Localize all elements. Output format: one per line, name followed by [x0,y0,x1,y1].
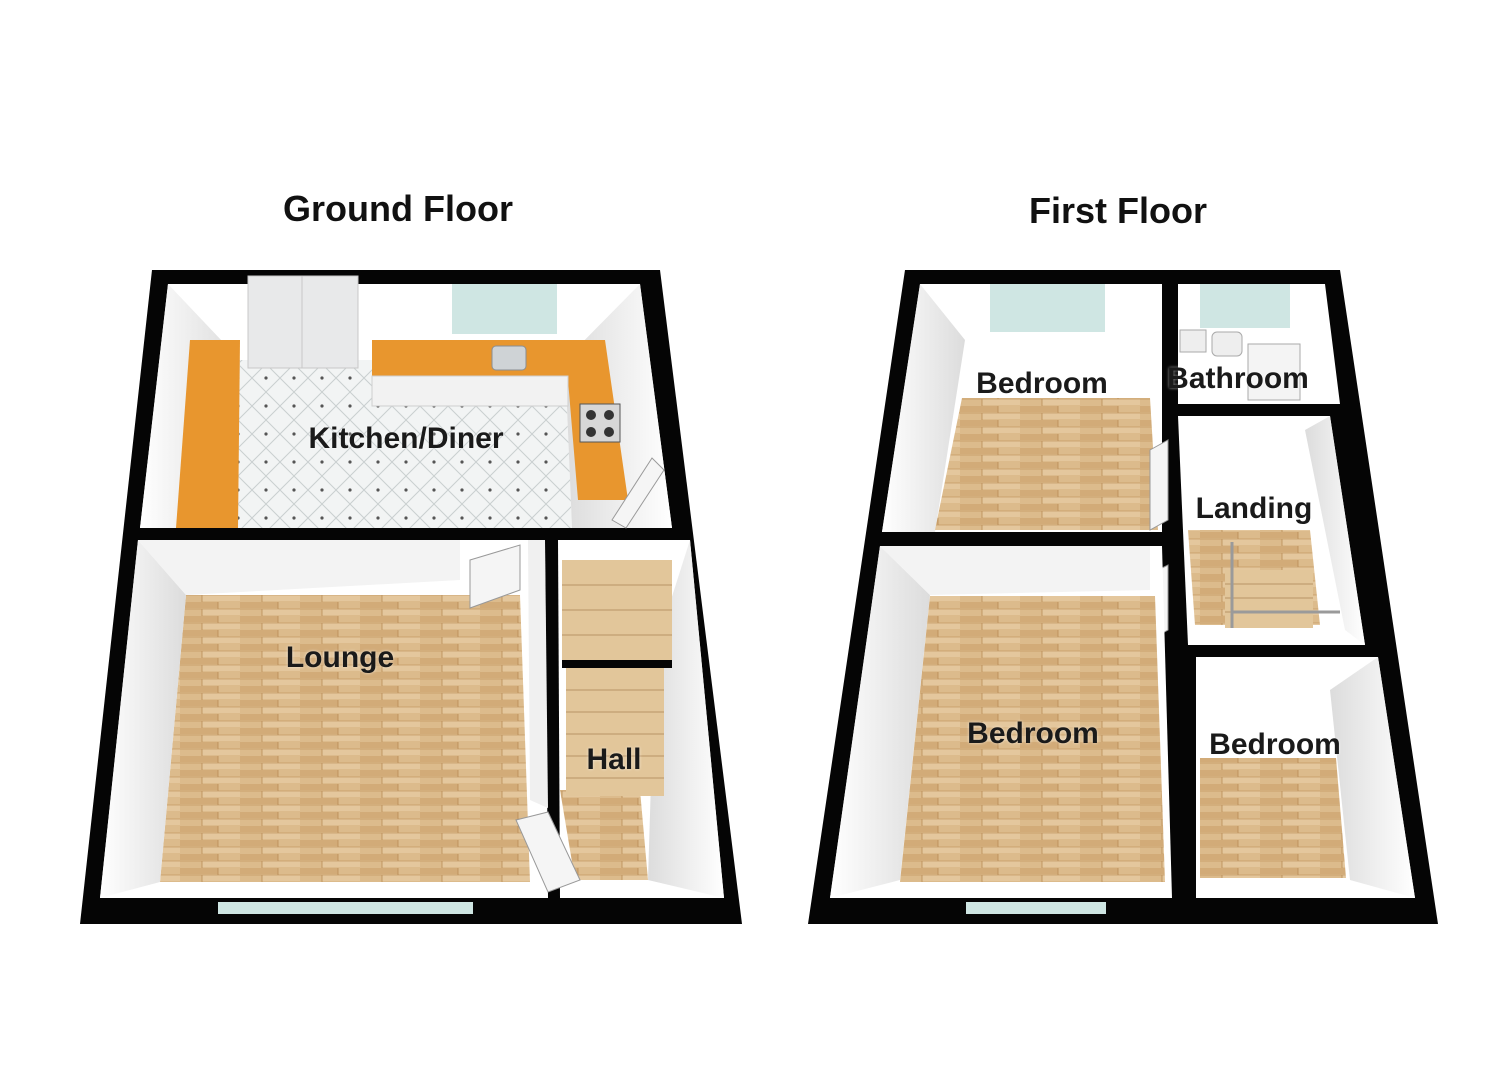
first-staircase [1225,542,1340,628]
ground-floor-plan [80,270,742,924]
back-door [611,457,665,529]
bedroom-1-door [1149,439,1169,531]
ground-staircase [562,560,672,796]
hall-label: Hall [586,743,642,776]
bedroom-2-floor [900,596,1165,882]
lounge-floor [160,595,530,882]
bedroom-2-label: Bedroom [967,717,1099,750]
sink [491,345,527,371]
kitchen-tall-units [247,275,359,369]
ground-floor-title: Ground Floor [283,188,513,229]
hob [579,403,621,443]
bathroom-window [1200,284,1290,328]
bedroom-1-label: Bedroom [976,367,1108,400]
hall-floor [560,790,648,880]
toilet [1179,329,1207,353]
bedroom-1-window [990,284,1105,332]
bedroom-3-label: Bedroom [1209,728,1341,761]
bedroom-2-window [966,902,1106,914]
first-floor-plan [808,270,1438,924]
lounge-door [469,544,521,609]
bedroom-3-floor [1200,758,1346,878]
basin [1211,331,1243,357]
lounge-label: Lounge [285,641,395,674]
bathroom-label: Bathroom [1167,362,1309,395]
kitchen-window [452,284,557,334]
front-door [515,811,581,893]
bath [1247,343,1301,401]
kitchen-base-units [371,375,569,407]
kitchen-diner-label: Kitchen/Diner [308,422,504,455]
landing-label: Landing [1195,492,1313,525]
first-floor-title: First Floor [1029,190,1207,231]
kitchen-left-worktop [176,340,240,528]
lounge-left-wall [100,540,186,898]
bedroom-1-floor [935,398,1158,530]
ground-dividing-wall [130,528,460,540]
lounge-window [218,902,473,914]
hall-wall [545,540,560,808]
